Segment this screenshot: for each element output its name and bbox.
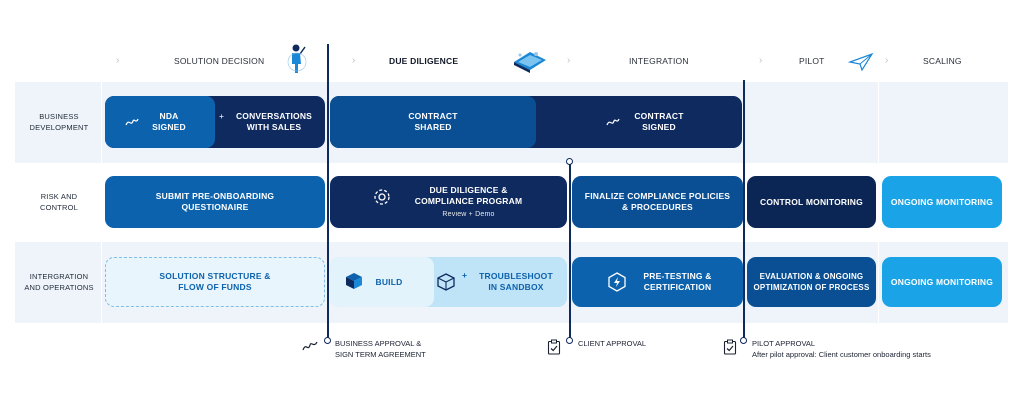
phase-scaling: SCALING [923,56,962,66]
ongoing-monitoring-box: ONGOING MONITORING [882,176,1002,228]
signature-icon [302,341,318,351]
checklist-icon [723,339,737,355]
checklist-icon [547,339,561,355]
cube-icon [346,273,362,289]
signature-icon [125,118,139,126]
laptop-icon [514,52,546,73]
lightning-icon [608,272,626,292]
build-segment: BUILD [330,257,434,307]
milestone-dot [324,337,331,344]
ongoing-monitoring-box: ONGOING MONITORING [882,257,1002,307]
phase-due-diligence: DUE DILIGENCE [389,56,459,66]
phase-pilot: PILOT [799,56,825,66]
column-divider [101,82,102,323]
phase-solution-decision: SOLUTION DECISION [174,56,265,66]
milestone-line-business [327,44,329,339]
milestone-dot [566,158,573,165]
chevron-right-icon: › [759,55,763,66]
chevron-right-icon: › [116,55,120,66]
person-icon [287,44,307,73]
pre-testing-certification-box: PRE-TESTING &CERTIFICATION [572,257,743,307]
solution-structure-box: SOLUTION STRUCTURE &FLOW OF FUNDS [105,257,325,307]
gear-icon [374,189,390,205]
box-icon [437,273,455,291]
chevron-right-icon: › [885,55,889,66]
column-divider [878,82,879,323]
milestone-client-approval: CLIENT APPROVAL [578,339,647,348]
chevron-right-icon: › [352,55,356,66]
signature-icon [606,118,620,126]
control-monitoring-box: CONTROL MONITORING [747,176,876,228]
chevron-right-icon: › [567,55,571,66]
milestone-dot [566,337,573,344]
milestone-dot [740,337,747,344]
phase-integration: INTEGRATION [629,56,689,66]
paper-plane-icon [848,52,874,72]
finalize-compliance-box: FINALIZE COMPLIANCE POLICIES& PROCEDURES [572,176,743,228]
milestone-business-approval: BUSINESS APPROVAL &SIGN TERM AGREEMENT [335,339,426,359]
milestone-line-client [569,164,571,339]
milestone-line-pilot [743,80,745,339]
